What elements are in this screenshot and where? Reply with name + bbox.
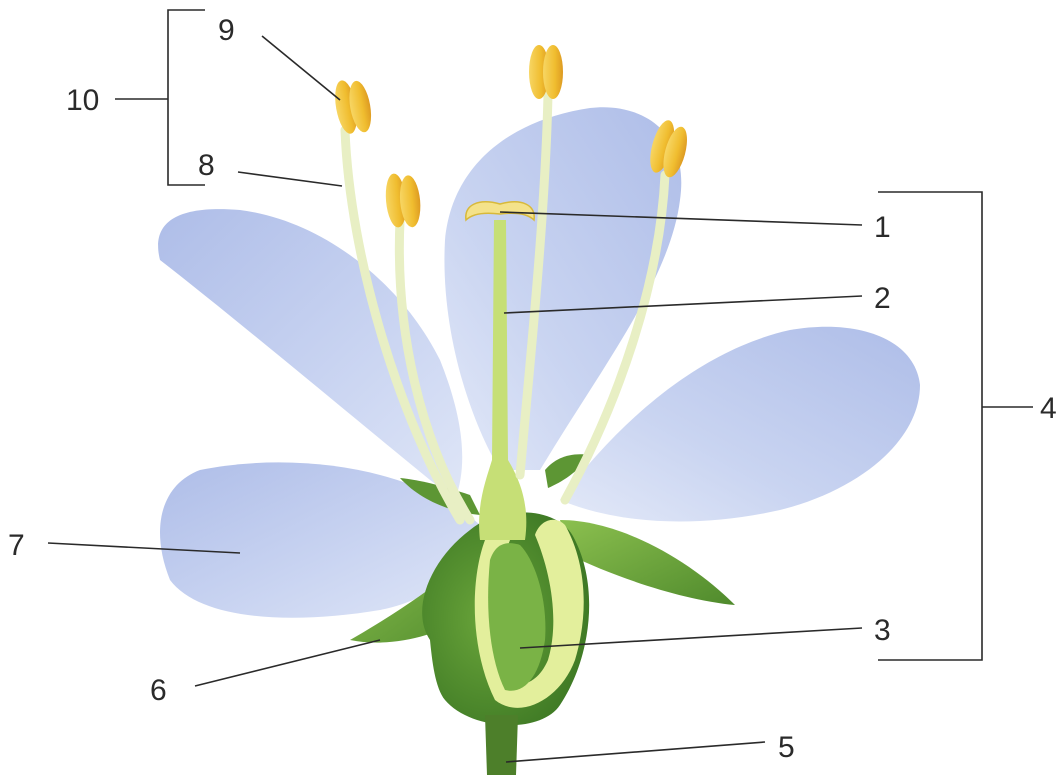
label-5: 5: [778, 731, 795, 764]
label-1: 1: [874, 211, 891, 244]
leader-5: [506, 742, 765, 762]
petal-right: [560, 327, 920, 522]
label-4: 4: [1040, 392, 1057, 425]
leader-6: [195, 640, 380, 686]
anther-3: [529, 45, 563, 99]
label-6: 6: [150, 674, 167, 707]
label-3: 3: [874, 614, 891, 647]
anther-2: [384, 172, 423, 230]
label-2: 2: [874, 282, 891, 315]
pedicel: [485, 715, 518, 775]
petal-left-upper: [158, 209, 462, 500]
label-7: 7: [8, 529, 25, 562]
label-8: 8: [198, 149, 215, 182]
anther-1: [332, 76, 375, 136]
label-9: 9: [218, 14, 235, 47]
label-10: 10: [66, 84, 99, 117]
leader-8: [238, 172, 342, 186]
leader-9: [262, 36, 340, 100]
